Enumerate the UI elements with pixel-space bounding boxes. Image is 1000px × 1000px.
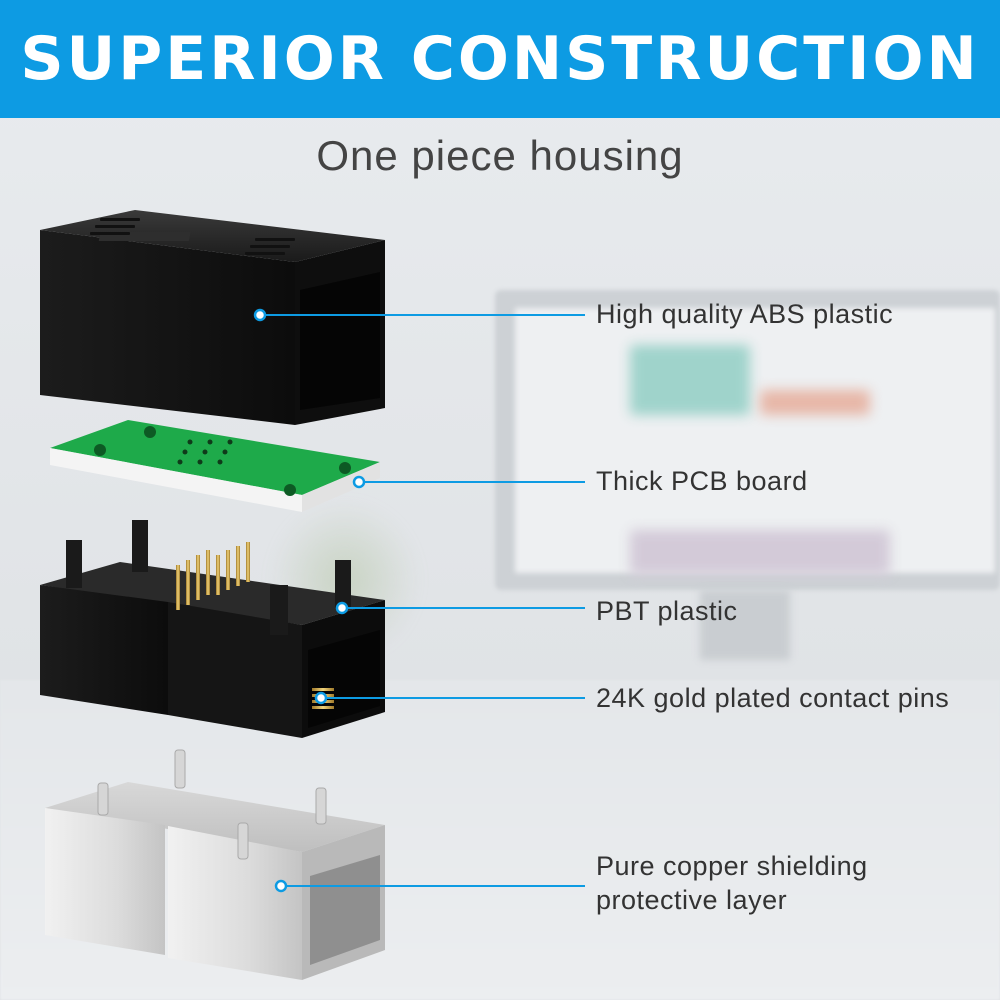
subtitle: One piece housing [316, 132, 684, 179]
callout-label-pcb: Thick PCB board [596, 466, 808, 496]
shield-tabs [97, 749, 327, 860]
background-screen [515, 308, 995, 573]
callout-label-pbt: PBT plastic [596, 596, 738, 626]
background-screen-block [630, 530, 890, 575]
callout-dot-pins [314, 691, 328, 705]
callout-dot-abs [253, 308, 267, 322]
header-title: SUPERIOR CONSTRUCTION [20, 24, 980, 94]
pbt-core [40, 520, 385, 738]
callout-label-shield-line2: protective layer [596, 885, 788, 915]
background-screen-block [630, 345, 750, 415]
callout-label-shield-line1: Pure copper shielding [596, 851, 868, 881]
vent-slots [90, 218, 295, 255]
pcb-board [50, 420, 380, 512]
background-monitor-stand [700, 590, 790, 660]
background-desk [0, 680, 1000, 1000]
header-banner: SUPERIOR CONSTRUCTION [0, 0, 1000, 118]
callout-label-abs: High quality ABS plastic [596, 299, 894, 329]
background-screen-block [760, 390, 870, 415]
abs-housing [40, 210, 385, 425]
callout-dot-pcb [352, 475, 366, 489]
callout-label-pins: 24K gold plated contact pins [596, 683, 950, 713]
locking-tabs [66, 520, 351, 635]
callout-dot-pbt [335, 601, 349, 615]
callout-dot-shield [274, 879, 288, 893]
copper-shield [45, 749, 385, 980]
